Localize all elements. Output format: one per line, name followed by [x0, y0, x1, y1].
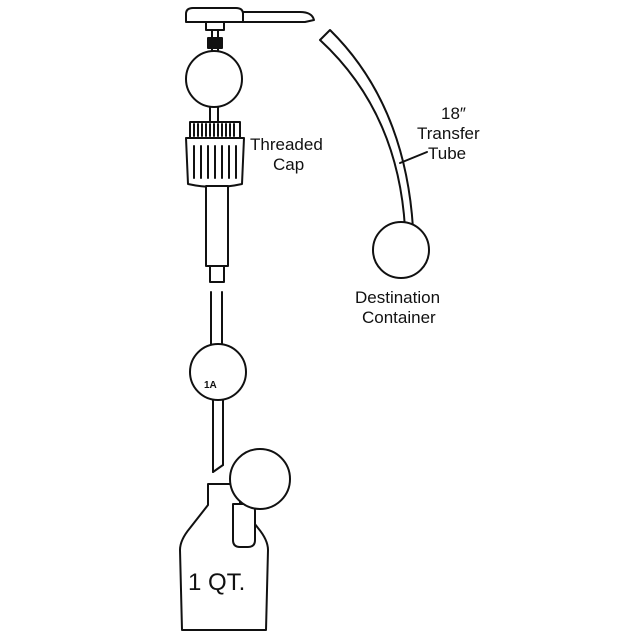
lower-check-ball: [189, 343, 247, 401]
transfer-tube: [319, 29, 414, 229]
tube-length-label: 18″: [441, 104, 466, 123]
threaded-cap: [185, 121, 245, 188]
dip-tube: [210, 291, 223, 346]
threaded-cap-label-line1: Threaded: [250, 135, 323, 154]
ball-marker-label: 1A: [204, 380, 217, 391]
upper-check-ball: [185, 50, 243, 108]
transfer-tube-pointer: [399, 151, 428, 164]
destination-label-line2: Container: [362, 308, 436, 327]
lower-dip-tube: [212, 399, 224, 473]
pump-head: [185, 7, 315, 31]
threaded-cap-label-line2: Cap: [273, 155, 304, 174]
transfer-tube-label-line2: Tube: [428, 144, 466, 163]
bottle-side-ball: [229, 448, 291, 510]
transfer-tube-label-line1: Transfer: [417, 124, 480, 143]
bottle-size-label: 1 QT.: [188, 569, 245, 596]
destination-container-ball: [372, 221, 430, 279]
upper-rod: [209, 106, 219, 123]
pump-cylinder: [205, 185, 229, 283]
one-quart-bottle: [179, 483, 269, 631]
destination-label-line1: Destination: [355, 288, 440, 307]
